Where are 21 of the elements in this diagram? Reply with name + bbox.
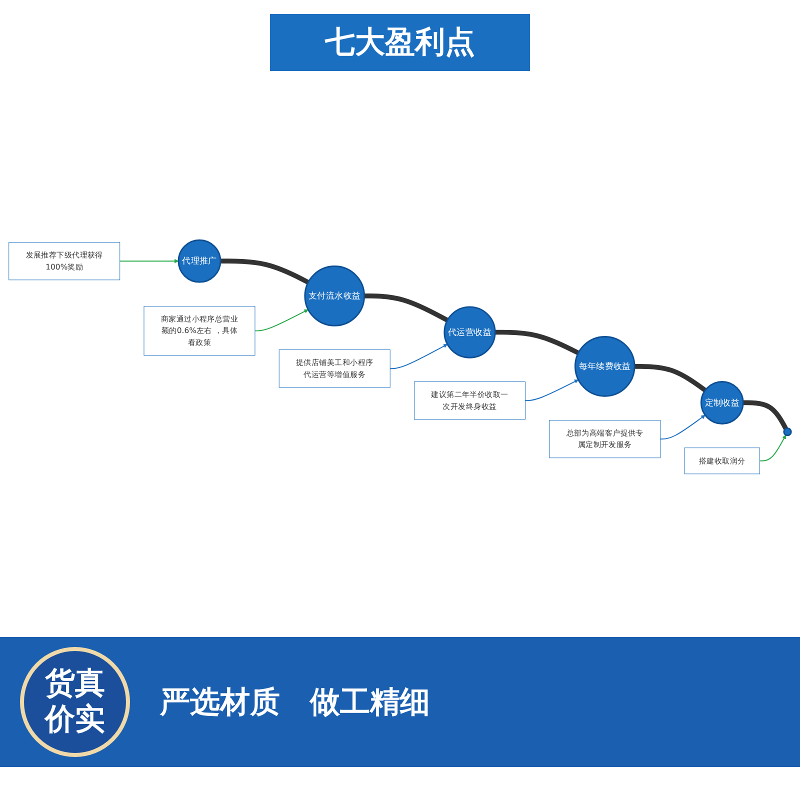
connector [364,294,449,322]
node-circle: 定制收益 [700,381,744,424]
node-circle: 支付流水收益 [304,266,366,326]
node-circle: 每年续费收益 [574,336,636,397]
connector [495,330,580,356]
connector [220,258,310,284]
connector [743,400,788,430]
node-circle: 代运营收益 [444,306,496,358]
connector [634,364,707,392]
title-banner: 七大盈利点 [270,14,530,71]
arrow [660,414,706,440]
promo-badge: 货真价实 [20,647,130,757]
node-circle [783,427,792,436]
arrow [254,309,308,332]
arrow [524,380,579,402]
arrow [759,434,786,462]
promo-text: 严选材质 [160,684,280,722]
arrow [390,344,448,370]
promo-text: 做工精细 [310,684,430,722]
node-circle: 代理推广 [178,239,222,283]
arrow [119,258,179,264]
